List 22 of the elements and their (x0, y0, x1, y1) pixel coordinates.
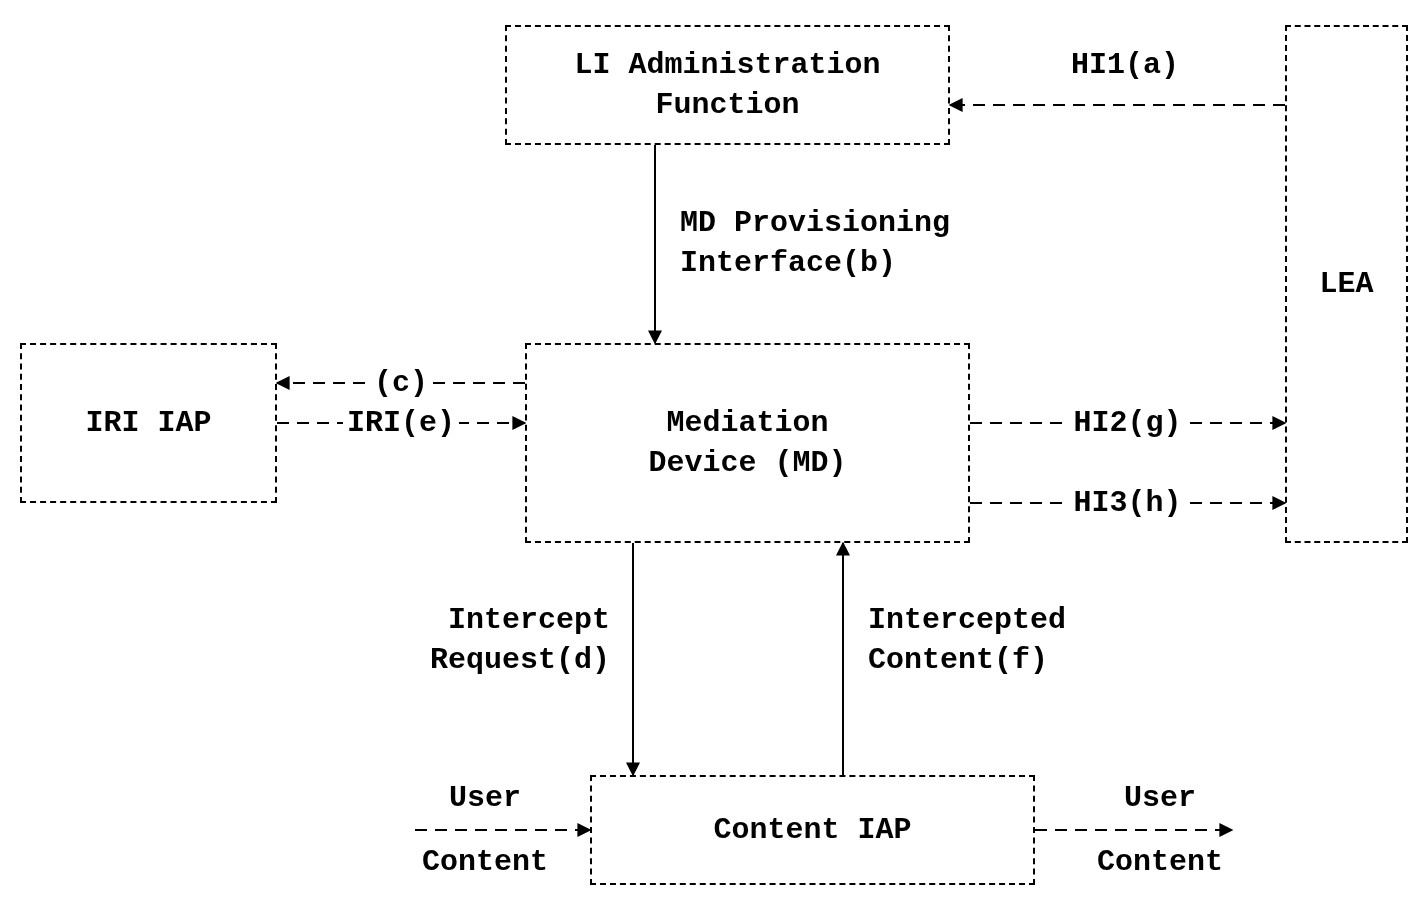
arrow (836, 541, 850, 776)
node-label: IRI IAP (85, 405, 212, 442)
process-box (525, 343, 970, 543)
edge-label: MD Provisioning Interface(b) (680, 205, 952, 282)
edge-label: Intercept Request(d) (428, 602, 610, 679)
process-box (1285, 25, 1408, 543)
node-label: LEA (1319, 266, 1374, 303)
arrow (626, 542, 640, 777)
edge-label: HI1(a) (1070, 47, 1180, 84)
dashed-arrow (1034, 823, 1234, 837)
node-label: Content IAP (713, 812, 912, 849)
node-label: LI Administration Function (573, 47, 882, 124)
edge-label: Intercepted Content(f) (868, 602, 1068, 679)
edge-label: User Content (421, 780, 549, 881)
process-box (20, 343, 277, 503)
process-box (590, 775, 1035, 885)
arrow (648, 144, 662, 345)
dashed-arrow (414, 823, 592, 837)
dashed-arrow (948, 98, 1286, 112)
process-box (505, 25, 950, 145)
edge-label: User Content (1096, 780, 1224, 881)
node-label: Mediation Device (MD) (647, 405, 848, 482)
